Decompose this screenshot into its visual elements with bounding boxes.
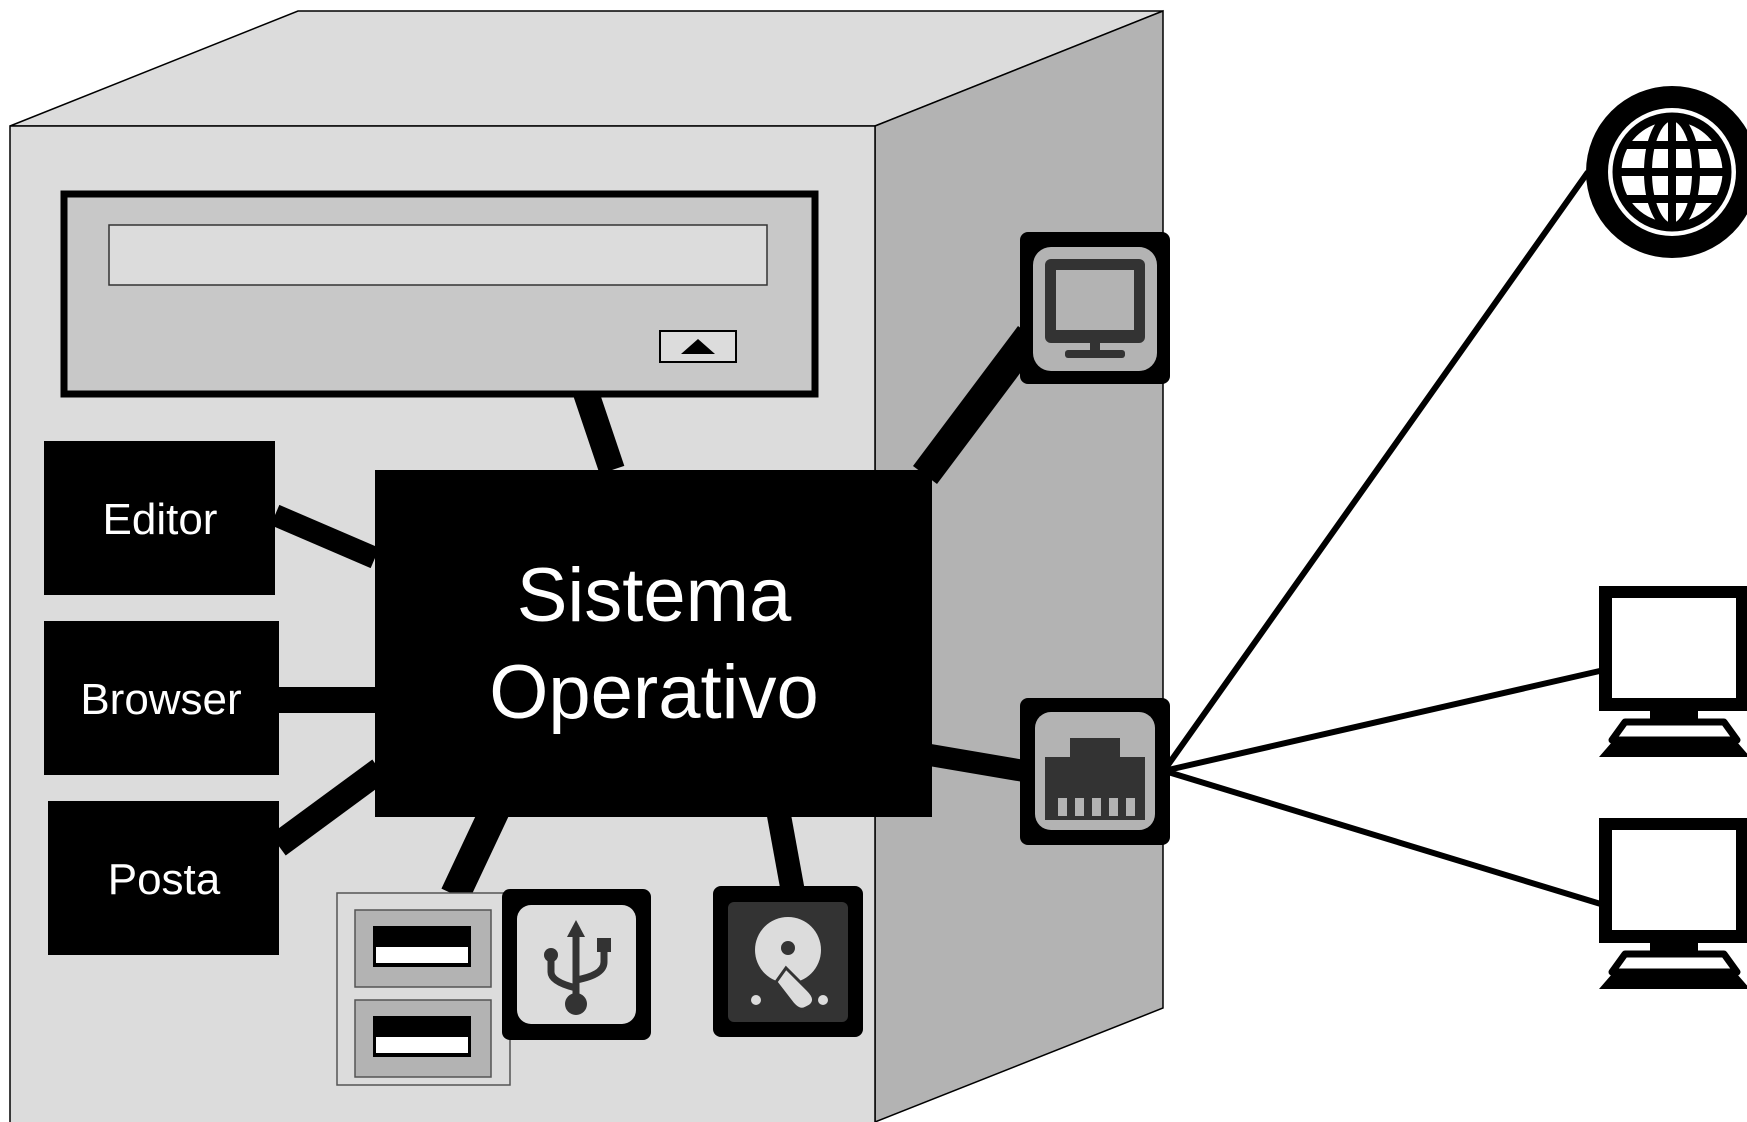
eject-icon (681, 339, 715, 354)
app-editor-box (44, 441, 275, 595)
ethernet-port-icon (1020, 698, 1170, 845)
connector-os-network (928, 744, 1032, 783)
monitor-icon (1020, 232, 1170, 384)
connector-os-posta (270, 759, 388, 856)
globe-icon (1586, 86, 1747, 258)
connector-net-globe (1165, 170, 1591, 767)
connectors (270, 170, 1605, 908)
usb-ports (336, 892, 511, 1086)
usb-icon (502, 889, 651, 1040)
connector-net-computer-2 (1167, 769, 1605, 908)
connector-net-computer-1 (1167, 667, 1605, 773)
app-posta-label: Posta (108, 855, 221, 904)
os-box-rect (375, 470, 932, 817)
optical-drive-tray (108, 224, 768, 286)
app-posta-box (48, 801, 279, 955)
os-box: Sistema Operativo (375, 470, 932, 817)
app-browser-box (44, 621, 279, 775)
app-posta[interactable]: Posta (48, 801, 279, 955)
hard-disk-icon (713, 886, 863, 1037)
connector-os-monitor (913, 326, 1042, 484)
connector-os-harddisk (766, 807, 805, 895)
app-editor[interactable]: Editor (44, 441, 275, 595)
os-label-line2: Operativo (489, 650, 819, 735)
optical-drive-body (60, 190, 819, 398)
app-browser[interactable]: Browser (44, 621, 279, 775)
optical-drive (60, 190, 819, 398)
connector-os-editor (270, 504, 380, 569)
computer-icon (1599, 818, 1747, 989)
app-browser-label: Browser (80, 675, 241, 724)
app-editor-label: Editor (103, 495, 218, 544)
connector-os-drive (572, 385, 625, 475)
os-label-line1: Sistema (517, 553, 792, 638)
computer-icon (1599, 586, 1747, 757)
connector-os-usbports (441, 803, 509, 902)
